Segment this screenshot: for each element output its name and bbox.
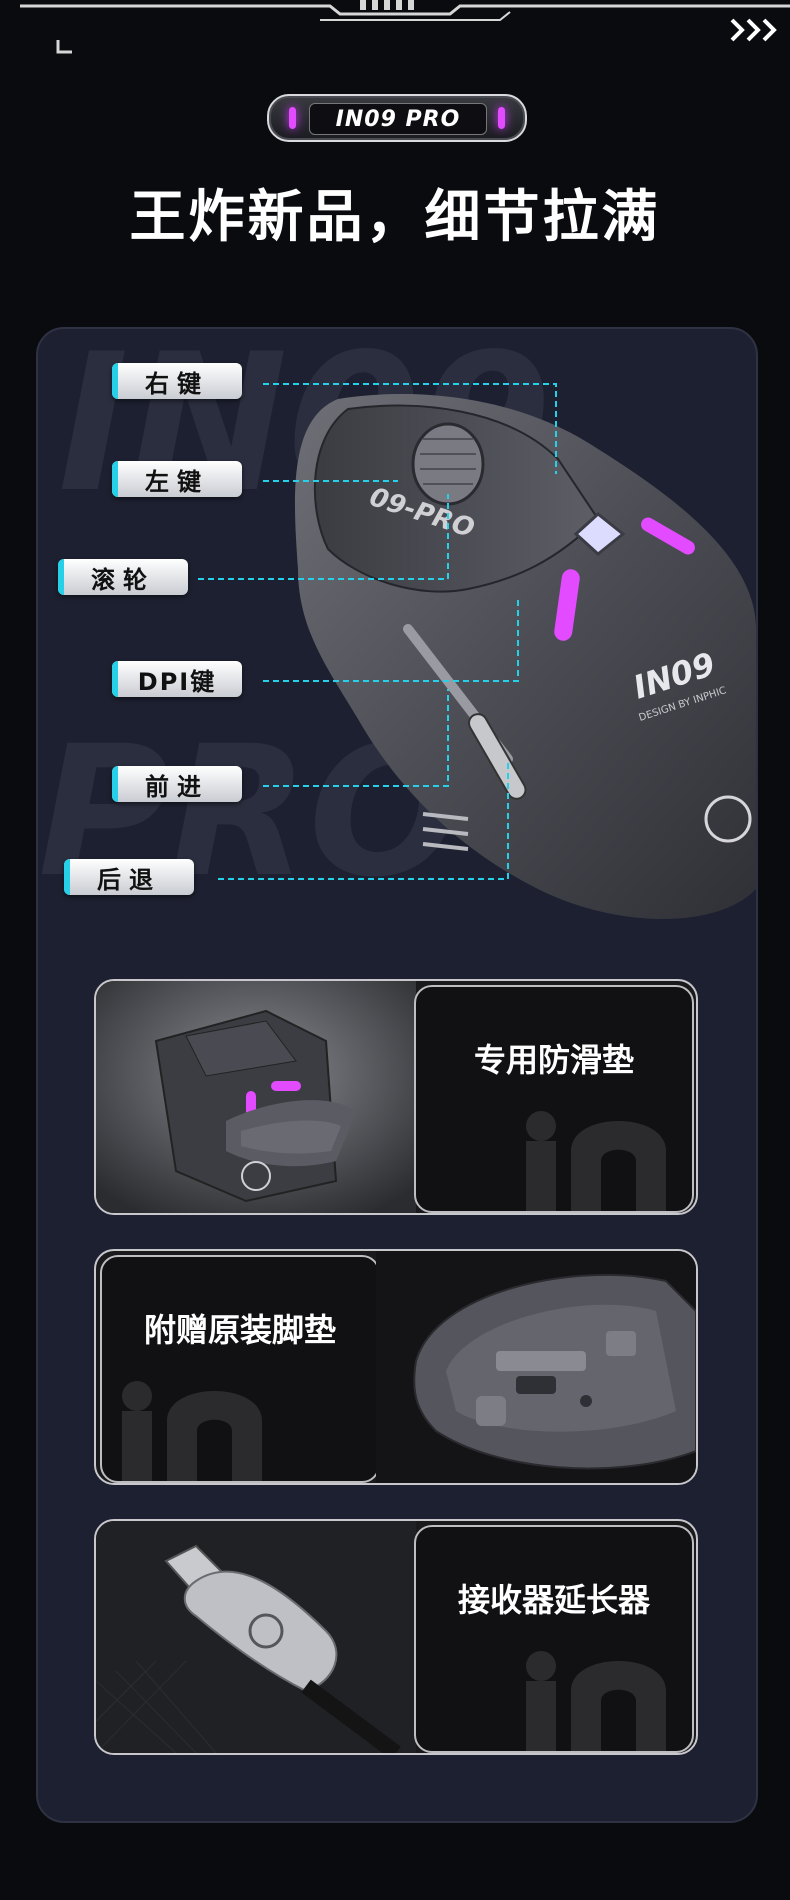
receiver-extender-title: 接收器延长器 <box>457 1581 650 1619</box>
badge-inner: IN09 PRO <box>309 103 487 135</box>
feature-card-receiver-extender: 接收器延长器 <box>94 1519 698 1755</box>
brand-watermark-icon <box>526 1111 666 1211</box>
hero-mouse-illustration: IN09 PRO 09-PRO IN09 DESIGN BY INPHIC <box>38 329 756 919</box>
side-silver-button <box>468 713 527 800</box>
chevrons-icon <box>730 18 777 42</box>
callout-lines <box>198 383 557 880</box>
receiver-extender-photo <box>96 1521 416 1753</box>
feet-pads-title: 附赠原装脚垫 <box>143 1311 336 1349</box>
brand-watermark-icon <box>122 1381 262 1481</box>
brand-watermark-icon <box>526 1651 666 1751</box>
badge-text: IN09 PRO <box>335 106 461 132</box>
anti-slip-title: 专用防滑垫 <box>473 1041 634 1079</box>
purple-light-left <box>289 107 296 129</box>
anti-slip-textbox: 专用防滑垫 <box>414 985 694 1213</box>
purple-light-top <box>641 517 695 555</box>
purple-light-side <box>554 569 580 641</box>
purple-light-right <box>498 107 505 129</box>
dpi-diamond <box>573 512 626 556</box>
label-right-key: 右键 <box>112 363 242 399</box>
label-scroll-wheel: 滚轮 <box>58 559 188 595</box>
feet-pads-textbox: 附赠原装脚垫 <box>100 1255 380 1483</box>
feature-card-feet-pads: 附赠原装脚垫 <box>94 1249 698 1485</box>
scroll-wheel-shape <box>411 422 485 506</box>
page-title: 王炸新品，细节拉满 <box>129 185 661 250</box>
receiver-extender-textbox: 接收器延长器 <box>414 1525 694 1753</box>
feature-panel: IN09 PRO 09-PRO IN09 DESIGN BY INPHIC <box>36 327 758 1823</box>
product-badge: IN09 PRO <box>267 94 527 142</box>
feature-card-anti-slip: 专用防滑垫 <box>94 979 698 1215</box>
label-forward: 前进 <box>112 766 242 802</box>
label-left-key: 左键 <box>112 461 242 497</box>
label-back: 后退 <box>64 859 194 895</box>
mouse-brand-icon <box>704 795 752 843</box>
anti-slip-photo <box>96 981 416 1213</box>
label-dpi-key: DPI键 <box>112 661 242 697</box>
feet-pads-photo <box>376 1251 696 1483</box>
side-grip-lines <box>422 812 469 851</box>
top-decoration <box>20 0 790 54</box>
